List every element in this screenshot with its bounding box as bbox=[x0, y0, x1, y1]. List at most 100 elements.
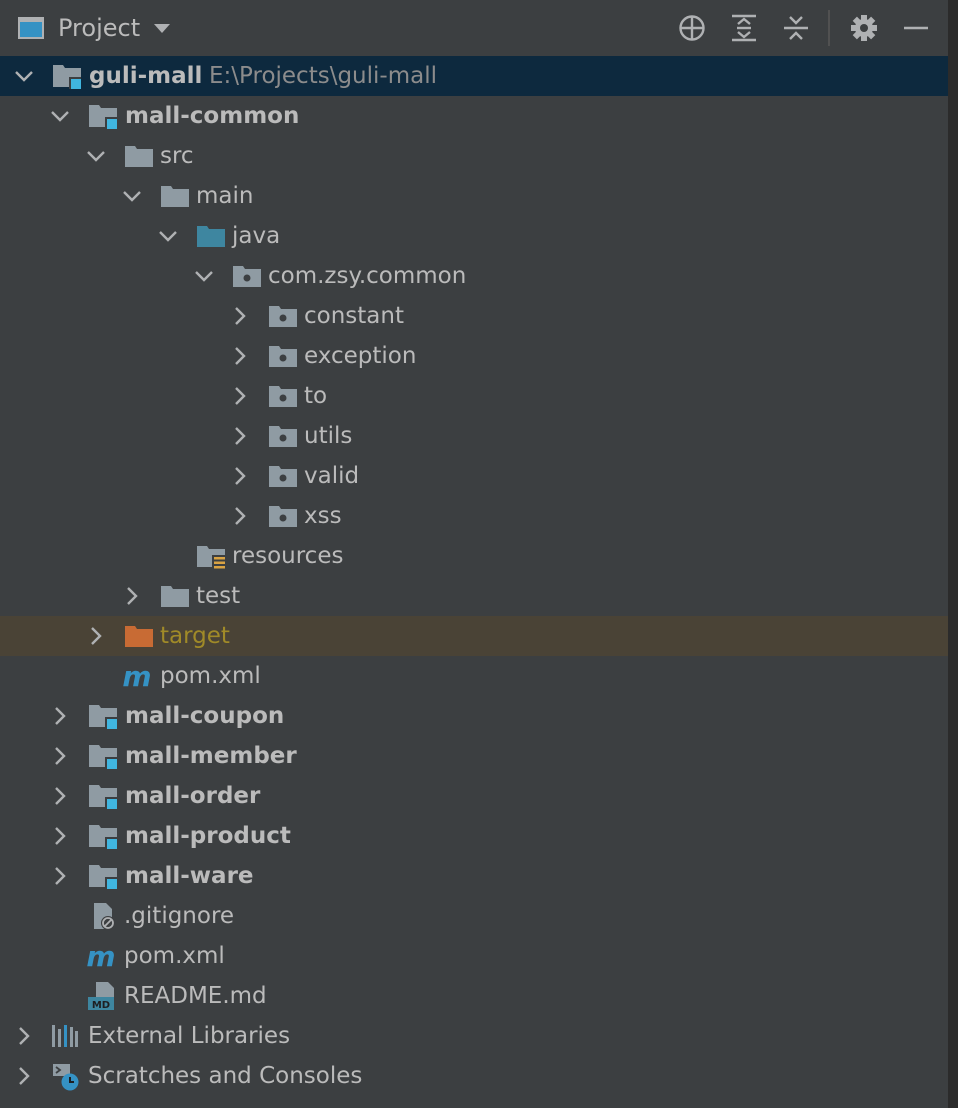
module-folder-icon bbox=[88, 821, 118, 851]
chevron-right-icon[interactable] bbox=[228, 424, 252, 448]
tree-label: README.md bbox=[124, 983, 267, 1009]
tree-row-mall-coupon[interactable]: mall-coupon bbox=[0, 696, 948, 736]
collapse-all-icon[interactable] bbox=[778, 10, 814, 46]
tree-label: pom.xml bbox=[160, 663, 261, 689]
tree-row-src[interactable]: src bbox=[0, 136, 948, 176]
tree-row-test[interactable]: test bbox=[0, 576, 948, 616]
tree-label: to bbox=[304, 383, 328, 409]
tree-row-main[interactable]: main bbox=[0, 176, 948, 216]
scratches-icon bbox=[50, 1061, 80, 1091]
chevron-down-icon[interactable] bbox=[120, 184, 144, 208]
tree-label: main bbox=[196, 183, 254, 209]
project-tree: guli-mall E:\Projects\guli-mall mall-com… bbox=[0, 56, 948, 1096]
tree-row-guli-mall[interactable]: guli-mall E:\Projects\guli-mall bbox=[0, 56, 948, 96]
tree-row-mall-product[interactable]: mall-product bbox=[0, 816, 948, 856]
tree-row-mall-member[interactable]: mall-member bbox=[0, 736, 948, 776]
maven-icon bbox=[86, 941, 116, 971]
tree-row-mall-common[interactable]: mall-common bbox=[0, 96, 948, 136]
tree-label: mall-product bbox=[125, 823, 291, 849]
tree-row-scratches[interactable]: Scratches and Consoles bbox=[0, 1056, 948, 1096]
chevron-down-icon[interactable] bbox=[84, 144, 108, 168]
package-icon bbox=[268, 381, 298, 411]
tree-label: exception bbox=[304, 343, 417, 369]
tree-label: com.zsy.common bbox=[268, 263, 467, 289]
module-folder-icon bbox=[88, 741, 118, 771]
tree-label: xss bbox=[304, 503, 342, 529]
tree-label: pom.xml bbox=[124, 943, 225, 969]
tree-row-package[interactable]: com.zsy.common bbox=[0, 256, 948, 296]
chevron-right-icon[interactable] bbox=[48, 704, 72, 728]
chevron-right-icon[interactable] bbox=[120, 584, 144, 608]
package-icon bbox=[268, 461, 298, 491]
chevron-down-icon[interactable] bbox=[156, 224, 180, 248]
folder-icon bbox=[160, 581, 190, 611]
locate-icon[interactable] bbox=[674, 10, 710, 46]
markdown-icon bbox=[88, 981, 118, 1011]
tree-label: valid bbox=[304, 463, 360, 489]
tree-row-target[interactable]: target bbox=[0, 616, 948, 656]
chevron-right-icon[interactable] bbox=[228, 304, 252, 328]
package-icon bbox=[268, 301, 298, 331]
chevron-down-icon[interactable] bbox=[192, 264, 216, 288]
tree-label: target bbox=[160, 623, 230, 649]
tree-row-exception[interactable]: exception bbox=[0, 336, 948, 376]
chevron-right-icon[interactable] bbox=[12, 1064, 36, 1088]
tree-row-resources[interactable]: resources bbox=[0, 536, 948, 576]
chevron-right-icon[interactable] bbox=[48, 824, 72, 848]
chevron-right-icon[interactable] bbox=[12, 1024, 36, 1048]
chevron-right-icon[interactable] bbox=[48, 784, 72, 808]
tree-row-constant[interactable]: constant bbox=[0, 296, 948, 336]
tree-row-java[interactable]: java bbox=[0, 216, 948, 256]
libraries-icon bbox=[50, 1021, 80, 1051]
tree-label: mall-member bbox=[125, 743, 297, 769]
tree-label: constant bbox=[304, 303, 404, 329]
tree-label: mall-common bbox=[125, 103, 300, 129]
package-icon bbox=[268, 501, 298, 531]
resources-folder-icon bbox=[196, 541, 226, 571]
chevron-right-icon[interactable] bbox=[84, 624, 108, 648]
tree-label: java bbox=[232, 223, 281, 249]
chevron-right-icon[interactable] bbox=[228, 504, 252, 528]
chevron-right-icon[interactable] bbox=[228, 464, 252, 488]
gear-icon[interactable] bbox=[846, 10, 882, 46]
excluded-folder-icon bbox=[124, 621, 154, 651]
chevron-down-icon[interactable] bbox=[12, 64, 36, 88]
scrollbar[interactable] bbox=[948, 0, 958, 1108]
package-icon bbox=[268, 421, 298, 451]
chevron-down-icon[interactable] bbox=[48, 104, 72, 128]
tree-label: mall-coupon bbox=[125, 703, 285, 729]
toolbar-divider bbox=[828, 10, 830, 46]
tree-row-common-pom[interactable]: pom.xml bbox=[0, 656, 948, 696]
tree-label: guli-mall bbox=[89, 63, 203, 89]
tree-row-external-libraries[interactable]: External Libraries bbox=[0, 1016, 948, 1056]
view-icon bbox=[18, 17, 44, 39]
tree-row-to[interactable]: to bbox=[0, 376, 948, 416]
tree-row-valid[interactable]: valid bbox=[0, 456, 948, 496]
project-path: E:\Projects\guli-mall bbox=[209, 63, 437, 89]
tree-label: mall-ware bbox=[125, 863, 254, 889]
tree-row-pom[interactable]: pom.xml bbox=[0, 936, 948, 976]
module-folder-icon bbox=[88, 861, 118, 891]
project-view-selector[interactable]: Project bbox=[18, 12, 171, 44]
tree-label: .gitignore bbox=[124, 903, 235, 929]
tree-row-mall-ware[interactable]: mall-ware bbox=[0, 856, 948, 896]
module-folder-icon bbox=[88, 781, 118, 811]
chevron-right-icon[interactable] bbox=[48, 744, 72, 768]
folder-icon bbox=[160, 181, 190, 211]
dropdown-icon[interactable] bbox=[154, 23, 171, 33]
tree-row-gitignore[interactable]: .gitignore bbox=[0, 896, 948, 936]
tree-row-utils[interactable]: utils bbox=[0, 416, 948, 456]
gitignore-icon bbox=[88, 901, 118, 931]
tree-label: src bbox=[160, 143, 194, 169]
tree-label: resources bbox=[232, 543, 344, 569]
minimize-icon[interactable] bbox=[898, 10, 934, 46]
expand-all-icon[interactable] bbox=[726, 10, 762, 46]
tree-label: mall-order bbox=[125, 783, 261, 809]
chevron-right-icon[interactable] bbox=[48, 864, 72, 888]
tree-row-xss[interactable]: xss bbox=[0, 496, 948, 536]
project-toolbar: Project bbox=[0, 0, 948, 56]
chevron-right-icon[interactable] bbox=[228, 384, 252, 408]
tree-row-mall-order[interactable]: mall-order bbox=[0, 776, 948, 816]
chevron-right-icon[interactable] bbox=[228, 344, 252, 368]
tree-row-readme[interactable]: README.md bbox=[0, 976, 948, 1016]
